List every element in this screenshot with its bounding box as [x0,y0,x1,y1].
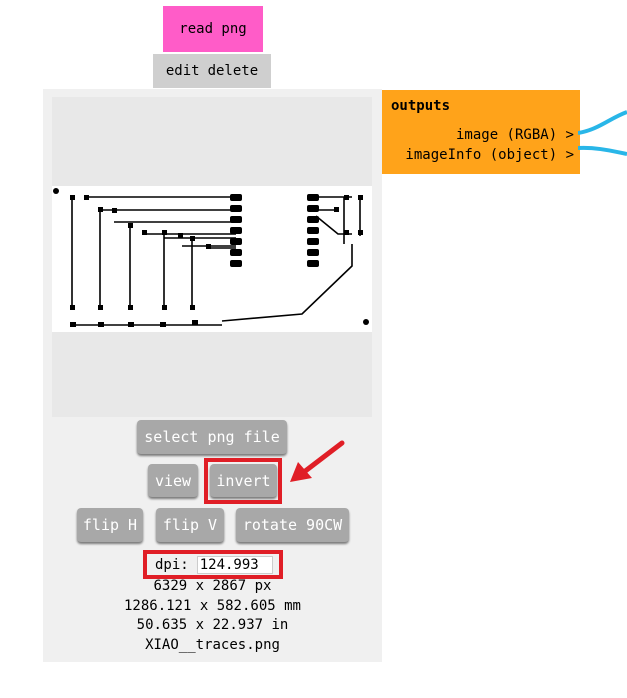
rotate-90cw-label: rotate 90CW [242,516,343,534]
node-edit-bar: edit delete [153,54,271,88]
view-button[interactable]: view [148,464,198,497]
pixel-size-text: 6329 x 2867 px [153,578,272,594]
node-panel: select png file view invert flip H flip … [43,89,382,662]
output-wires [578,110,627,156]
select-png-file-label: select png file [144,428,280,446]
dpi-input[interactable] [196,556,273,574]
rotate-90cw-button[interactable]: rotate 90CW [236,508,349,542]
flip-v-label: flip V [162,516,218,534]
mm-size-text: 1286.121 x 582.605 mm [123,598,301,614]
invert-label: invert [216,471,271,490]
image-preview [52,97,372,417]
flip-v-button[interactable]: flip V [156,508,224,542]
dpi-label: dpi: [155,557,189,573]
select-png-file-button[interactable]: select png file [137,420,287,454]
wire-imageinfo [578,145,627,156]
output-port-imageinfo[interactable]: imageInfo (object) > [405,147,574,163]
outputs-header: outputs [391,98,451,114]
wire-image [578,110,627,135]
edit-button[interactable]: edit [165,63,200,79]
dpi-highlight-box [143,550,283,579]
flip-h-button[interactable]: flip H [77,508,143,542]
flip-h-label: flip H [82,516,138,534]
inch-size-text: 50.635 x 22.937 in [136,617,289,633]
node-title[interactable]: read png [163,6,263,52]
filename-text: XIAO__traces.png [145,637,280,653]
pcb-traces-image [52,186,372,332]
invert-button[interactable]: invert [210,464,277,497]
output-port-image[interactable]: image (RGBA) > [455,127,574,143]
outputs-block: outputs image (RGBA) > imageInfo (object… [382,90,580,174]
node-title-label: read png [179,21,247,37]
view-label: view [154,471,192,490]
dpi-row: dpi: [155,555,273,575]
annotation-arrow-icon [290,440,345,482]
delete-button[interactable]: delete [207,63,259,79]
invert-highlight-box [204,458,282,504]
